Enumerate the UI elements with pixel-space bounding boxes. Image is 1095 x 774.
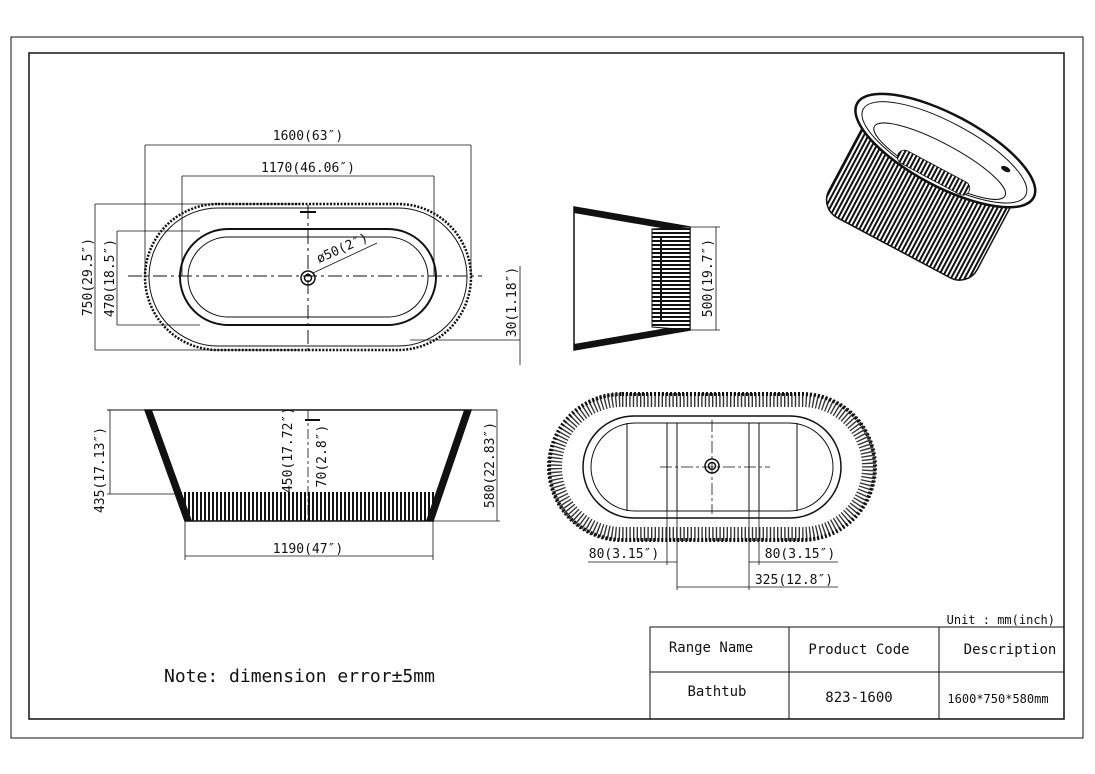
dim-end-depth: 500(19.7″)	[701, 239, 716, 317]
dim-rim: 30(1.18″)	[505, 267, 520, 337]
bottom-drain-icon	[704, 458, 720, 474]
dim-side-base-length: 1190(47″)	[273, 542, 343, 557]
bottom-view	[547, 392, 877, 590]
table-cell-range-name: Bathtub	[687, 684, 746, 700]
title-block	[649, 626, 1065, 720]
dim-drain-diameter: ø50(2″)	[314, 231, 370, 267]
dim-top-length: 1600(63″)	[273, 129, 343, 144]
dim-top-inner-width: 470(18.5″)	[103, 239, 118, 317]
unit-label: Unit : mm(inch)	[947, 613, 1055, 627]
inner-frame	[28, 52, 1065, 720]
end-view	[573, 206, 720, 351]
table-header-range-name: Range Name	[669, 640, 753, 656]
dim-side-inner-depth: 450(17.72″)	[281, 407, 296, 493]
table-header-product-code: Product Code	[808, 642, 909, 658]
dim-base-right: 80(3.15″)	[765, 547, 835, 562]
dim-top-width: 750(29.5″)	[81, 238, 96, 316]
dim-side-overflow: 70(2.8″)	[315, 425, 330, 488]
top-view	[94, 144, 521, 365]
dim-top-inner-length: 1170(46.06″)	[261, 161, 355, 176]
drain-icon	[300, 270, 316, 286]
outer-frame	[10, 36, 1084, 739]
table-cell-description: 1600*750*580mm	[947, 692, 1048, 706]
iso-view	[825, 92, 1037, 281]
tolerance-note: Note: dimension error±5mm	[164, 666, 435, 687]
dim-side-rim-height: 435(17.13″)	[93, 427, 108, 513]
side-view	[107, 409, 500, 560]
dim-base-left: 80(3.15″)	[589, 547, 659, 562]
table-cell-product-code: 823-1600	[825, 690, 892, 706]
dim-side-height: 580(22.83″)	[483, 422, 498, 508]
table-header-description: Description	[964, 642, 1057, 658]
dim-base-center: 325(12.8″)	[755, 573, 833, 588]
